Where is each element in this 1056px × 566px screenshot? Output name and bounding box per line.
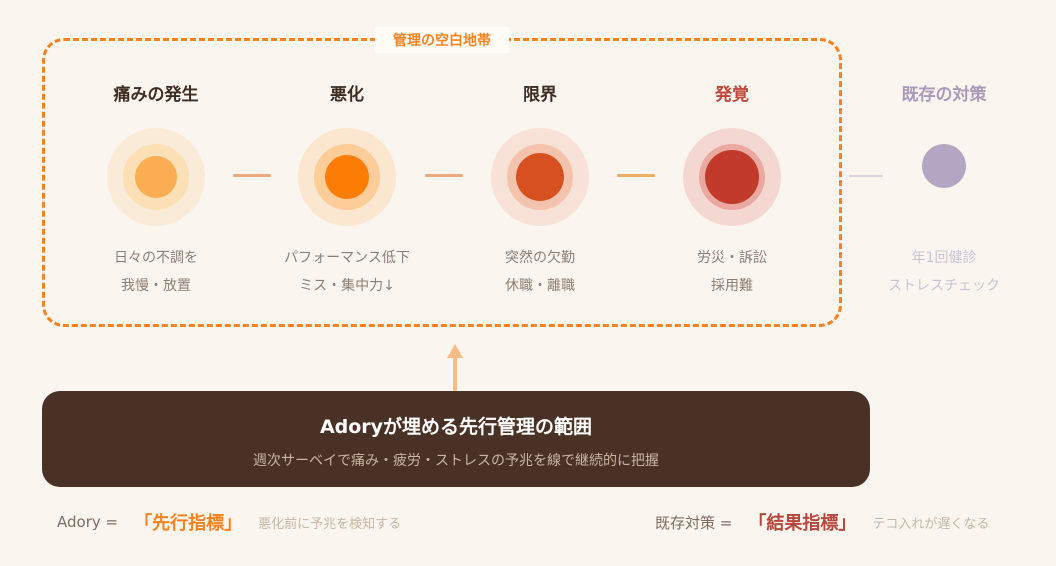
coverage-box-subtitle: 週次サーベイで痛み・疲労・ストレスの予兆を線で継続的に把握 (253, 453, 659, 469)
stage-title: 悪化 (330, 85, 364, 105)
stage-circle (298, 128, 396, 226)
stage-circle-mid (123, 144, 189, 210)
stage-description: パフォーマンス低下 ミス・集中力↓ (252, 244, 442, 300)
blind-zone-label: 管理の空白地帯 (375, 27, 509, 53)
adory-coverage-box: Adoryが埋める先行管理の範囲 週次サーベイで痛み・疲労・ストレスの予兆を線で… (42, 391, 870, 487)
stage-worsening: 悪化 パフォーマンス低下 ミス・集中力↓ (252, 84, 442, 300)
stage-limit: 限界 突然の欠勤 休職・離職 (445, 84, 635, 300)
legend-prefix: Adory = (57, 513, 119, 531)
stage-circle-mid (314, 144, 380, 210)
stage-title: 痛みの発生 (113, 85, 199, 105)
legend-description: 悪化前に予兆を検知する (258, 516, 402, 532)
legend-adory: Adory = 「先行指標」 悪化前に予兆を検知する (57, 508, 401, 536)
stage-description: 日々の不調を 我慢・放置 (61, 244, 251, 300)
existing-connector-line (849, 175, 883, 177)
blind-zone-box: 管理の空白地帯 (42, 27, 842, 327)
existing-measures-circle (922, 144, 966, 188)
legend-term-result-indicator: 「結果指標」 (748, 513, 857, 534)
stage-title: 限界 (523, 85, 557, 105)
stage-connector-line (425, 174, 463, 177)
stage-circle-mid (507, 144, 573, 210)
up-arrow-stem (453, 357, 457, 391)
legend-description: テコ入れが遅くなる (872, 516, 990, 532)
existing-desc-line: 年1回健診 (911, 250, 977, 266)
stage-discovery: 発覚 労災・訴訟 採用難 (637, 84, 827, 300)
stage-desc-line: 休職・離職 (505, 278, 575, 294)
stage-circle-core (516, 153, 564, 201)
stage-description: 突然の欠勤 休職・離職 (445, 244, 635, 300)
stage-circle (107, 128, 205, 226)
stage-circle-core (705, 150, 759, 204)
up-arrow-icon (447, 344, 463, 358)
legend-term-leading-indicator: 「先行指標」 (134, 513, 243, 534)
stage-desc-line: 採用難 (711, 278, 753, 294)
stage-desc-line: パフォーマンス低下 (284, 250, 410, 266)
existing-measures-description: 年1回健診 ストレスチェック (849, 244, 1039, 300)
stage-pain-onset: 痛みの発生 日々の不調を 我慢・放置 (61, 84, 251, 300)
stage-circle-mid (699, 144, 765, 210)
stage-desc-line: 我慢・放置 (121, 278, 191, 294)
existing-measures-column: 既存の対策 年1回健診 ストレスチェック (849, 84, 1039, 300)
existing-measures-title: 既存の対策 (901, 85, 987, 105)
stage-desc-line: ミス・集中力↓ (299, 278, 395, 294)
coverage-box-title: Adoryが埋める先行管理の範囲 (319, 416, 593, 438)
stage-desc-line: 労災・訴訟 (697, 250, 767, 266)
stage-connector-line (233, 174, 271, 177)
stage-connector-line (617, 174, 655, 177)
stage-desc-line: 突然の欠勤 (505, 250, 575, 266)
stage-circle-core (325, 155, 369, 199)
stage-description: 労災・訴訟 採用難 (637, 244, 827, 300)
stage-circle (683, 128, 781, 226)
legend-existing: 既存対策 = 「結果指標」 テコ入れが遅くなる (655, 508, 989, 536)
stage-title: 発覚 (715, 85, 749, 105)
stage-circle (491, 128, 589, 226)
stage-circle-core (135, 156, 177, 198)
stage-desc-line: 日々の不調を (114, 250, 198, 266)
existing-desc-line: ストレスチェック (888, 278, 1000, 294)
legend-prefix: 既存対策 = (655, 513, 733, 532)
